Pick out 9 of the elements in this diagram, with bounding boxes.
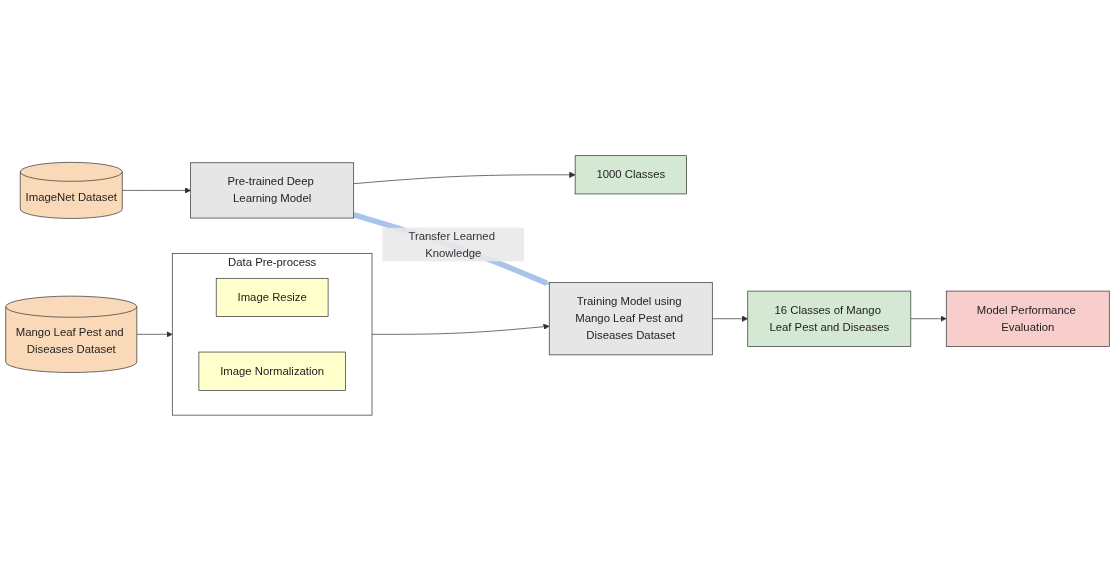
node-box: Pre-trained Deep Learning Model bbox=[190, 162, 355, 219]
node-box: Image Resize bbox=[215, 278, 329, 318]
arrow bbox=[352, 212, 550, 286]
node-box: Image Normalization bbox=[198, 351, 346, 391]
node-box: Model Performance Evaluation bbox=[945, 290, 1110, 347]
node-box: 16 Classes of Mango Leaf Pest and Diseases bbox=[747, 290, 912, 347]
node-box: 1000 Classes bbox=[574, 155, 687, 195]
edge-label: Transfer Learned Knowledge bbox=[408, 229, 495, 259]
node-box: Training Model using Mango Leaf Pest and Diseases Dataset bbox=[548, 282, 713, 356]
